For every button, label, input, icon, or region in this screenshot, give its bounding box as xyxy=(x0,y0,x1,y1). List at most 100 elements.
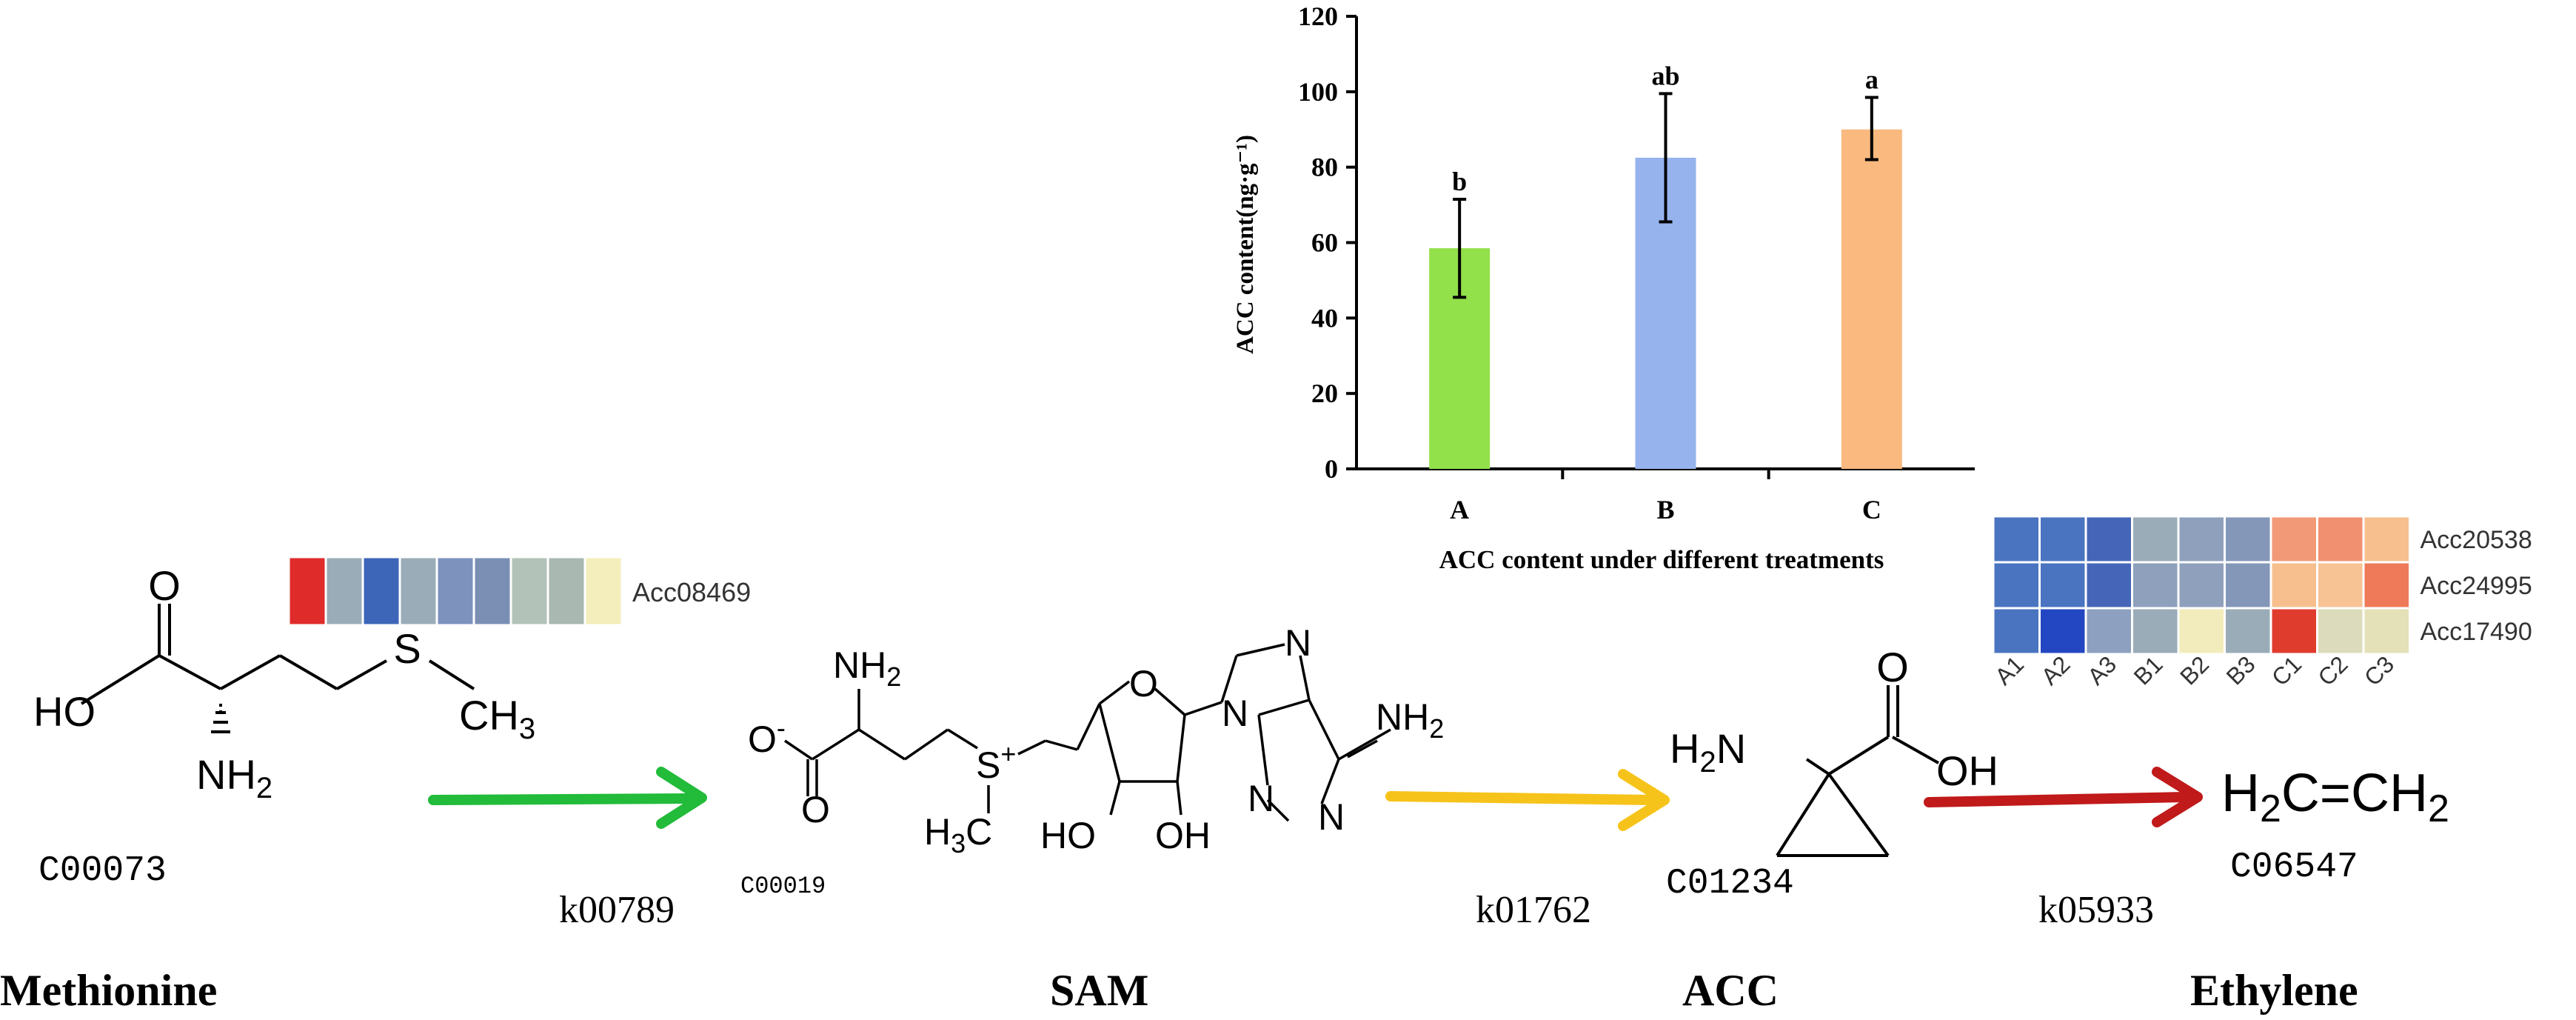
heatmap-column-label: B1 xyxy=(2129,650,2168,690)
methionine-o: O xyxy=(148,562,181,609)
heatmap-column-label: B2 xyxy=(2175,650,2214,690)
significance-label-A: b xyxy=(1452,167,1467,196)
y-tick-label: 120 xyxy=(1298,1,1338,31)
sam-id: C00019 xyxy=(740,873,826,900)
heatmap-cell xyxy=(2269,515,2318,564)
heatmap-cell xyxy=(324,556,364,627)
sam-structure xyxy=(784,643,1391,822)
sam-n9: N xyxy=(1222,693,1248,734)
heatmap-cell xyxy=(2316,607,2365,656)
heatmap-cell xyxy=(2362,607,2411,656)
heatmap-row-label: Acc20538 xyxy=(2421,526,2532,554)
sam-h3c: H3C xyxy=(924,811,992,859)
methionine-nh2: NH2 xyxy=(196,751,272,804)
acc-o: O xyxy=(1876,644,1909,690)
heatmap-acc08469: Acc08469 xyxy=(287,556,751,627)
heatmap-cell xyxy=(2269,561,2318,610)
heatmap-cell xyxy=(2131,561,2180,610)
sam-n1: N xyxy=(1318,796,1345,838)
sam-adenine-nh2: NH2 xyxy=(1376,696,1444,744)
methionine-name: Methionine xyxy=(0,966,217,1015)
sam-o-minus: O- xyxy=(748,713,786,760)
heatmap-cell xyxy=(2224,607,2272,656)
x-tick-label-C: C xyxy=(1862,495,1881,524)
heatmap-cell xyxy=(2084,515,2133,564)
ethylene-name: Ethylene xyxy=(2190,966,2358,1015)
heatmap-column-label: A1 xyxy=(1990,650,2029,690)
methionine-ch3: CH3 xyxy=(459,692,535,745)
significance-label-B: ab xyxy=(1651,61,1679,90)
heatmap-cell xyxy=(2316,515,2365,564)
ethylene-id: C06547 xyxy=(2230,847,2358,887)
heatmap-cell xyxy=(2038,607,2087,656)
heatmap-cell xyxy=(1992,561,2041,610)
sam-n3: N xyxy=(1248,778,1274,819)
heatmap-cell xyxy=(2269,607,2318,656)
acc-h2n: H2N xyxy=(1670,725,1746,779)
heatmap-cell xyxy=(1992,515,2041,564)
heatmap-cell xyxy=(2038,561,2087,610)
enzyme-label-k01762: k01762 xyxy=(1476,889,1591,931)
methionine-structure xyxy=(80,604,475,733)
heatmap-row-label: Acc08469 xyxy=(632,577,751,607)
heatmap-column-label: A2 xyxy=(2036,650,2075,690)
y-axis-ticks: 0 20 40 60 80 100 120 xyxy=(1298,1,1356,484)
heatmap-cell xyxy=(2316,561,2365,610)
sam-ho: HO xyxy=(1040,815,1096,856)
heatmap-cell xyxy=(2224,515,2272,564)
acc-oh: OH xyxy=(1936,747,1998,794)
heatmap-column-label: C2 xyxy=(2312,650,2352,690)
y-tick-label: 60 xyxy=(1311,228,1338,258)
sam-o: O xyxy=(801,789,830,830)
heatmap-cell xyxy=(472,556,512,627)
significance-label-C: a xyxy=(1865,64,1879,94)
heatmap-cell xyxy=(2362,561,2411,610)
y-axis-label: ACC content(ng·g⁻¹) xyxy=(1232,135,1259,354)
y-tick-label: 80 xyxy=(1311,153,1338,182)
reaction-arrow-k01762 xyxy=(1385,769,1670,831)
acc-id: C01234 xyxy=(1666,864,1794,904)
heatmap-column-label: B3 xyxy=(2221,650,2261,690)
heatmap-row-label: Acc24995 xyxy=(2421,572,2532,600)
heatmap-cell xyxy=(2084,607,2133,656)
heatmap-cell xyxy=(361,556,401,627)
acc-structure xyxy=(1776,685,1939,857)
heatmap-cell xyxy=(509,556,549,627)
reaction-arrow-k00789 xyxy=(428,767,707,829)
heatmap-cell xyxy=(2224,561,2272,610)
sam-nh2: NH2 xyxy=(833,644,901,692)
sam-ring-o: O xyxy=(1129,663,1158,704)
ethylene-formula: H2C=CH2 xyxy=(2221,764,2449,830)
enzyme-label-k00789: k00789 xyxy=(559,889,675,931)
heatmap-cell xyxy=(435,556,475,627)
heatmap-column-label: C1 xyxy=(2266,650,2306,690)
heatmap-cell xyxy=(398,556,438,627)
reaction-arrow-k05933 xyxy=(1924,767,2203,827)
sam-name: SAM xyxy=(1050,966,1148,1015)
heatmap-cell xyxy=(2131,515,2180,564)
x-tick-label-A: A xyxy=(1450,495,1469,524)
sam-s-plus: S+ xyxy=(976,739,1016,786)
y-tick-label: 0 xyxy=(1325,454,1338,484)
methionine-id: C00073 xyxy=(39,851,167,891)
enzyme-label-k05933: k05933 xyxy=(2038,889,2154,931)
heatmap-cell xyxy=(287,556,327,627)
bar-C xyxy=(1841,129,1902,469)
heatmap-cell xyxy=(2177,561,2226,610)
heatmap-cell xyxy=(2084,561,2133,610)
y-tick-label: 20 xyxy=(1311,379,1338,408)
x-axis-label: ACC content under different treatments xyxy=(1439,545,1884,574)
heatmap-cell xyxy=(2177,607,2226,656)
bar-series: b ab a xyxy=(1429,61,1902,469)
sam-oh: OH xyxy=(1155,815,1211,856)
heatmap-cell xyxy=(583,556,623,627)
methionine-s: S xyxy=(393,625,421,672)
y-tick-label: 40 xyxy=(1311,303,1338,333)
heatmap-cell xyxy=(546,556,586,627)
heatmap-cell xyxy=(2177,515,2226,564)
y-tick-label: 100 xyxy=(1298,77,1338,107)
